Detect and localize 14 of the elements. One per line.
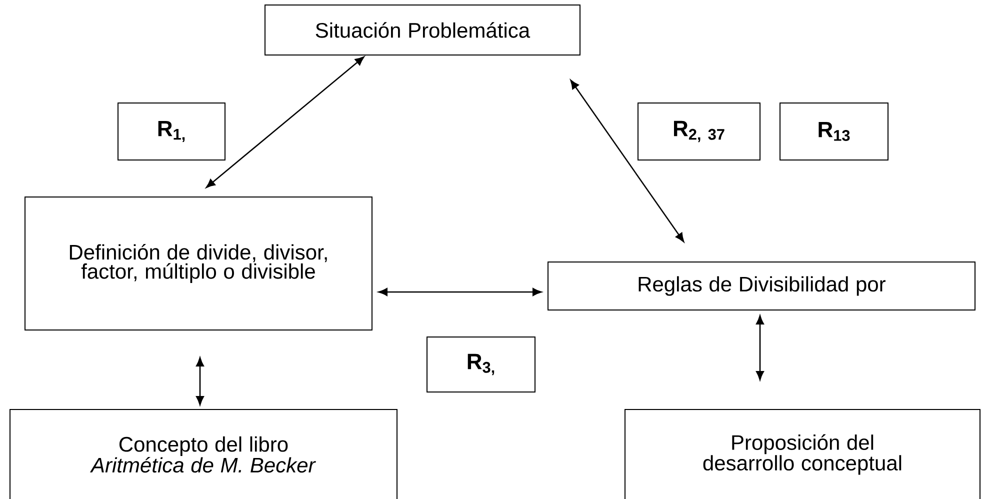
double-arrow — [378, 288, 542, 296]
concept-box: Reglas de Divisibilidad por — [548, 262, 976, 310]
concept-box: Proposición del desarrollo conceptual — [624, 409, 980, 499]
concept-box: Concepto del libro Aritmética de M. Becker — [10, 409, 398, 499]
relation-box: R$_{13}$ — [780, 102, 888, 160]
double-arrow — [206, 56, 364, 188]
relation-box: R$_{1,}$ — [118, 102, 226, 160]
double-arrow — [756, 315, 764, 380]
relation-box: R$_{3,}$ — [426, 336, 536, 392]
concept-box: Situación Problemática — [264, 4, 580, 56]
double-arrow — [570, 80, 684, 242]
relation-box: R$_{2, 37}$ — [638, 102, 760, 160]
double-arrow — [196, 357, 204, 406]
concept-box: Definición de divide, divisor, factor, múltiplo o divisible — [24, 196, 372, 330]
